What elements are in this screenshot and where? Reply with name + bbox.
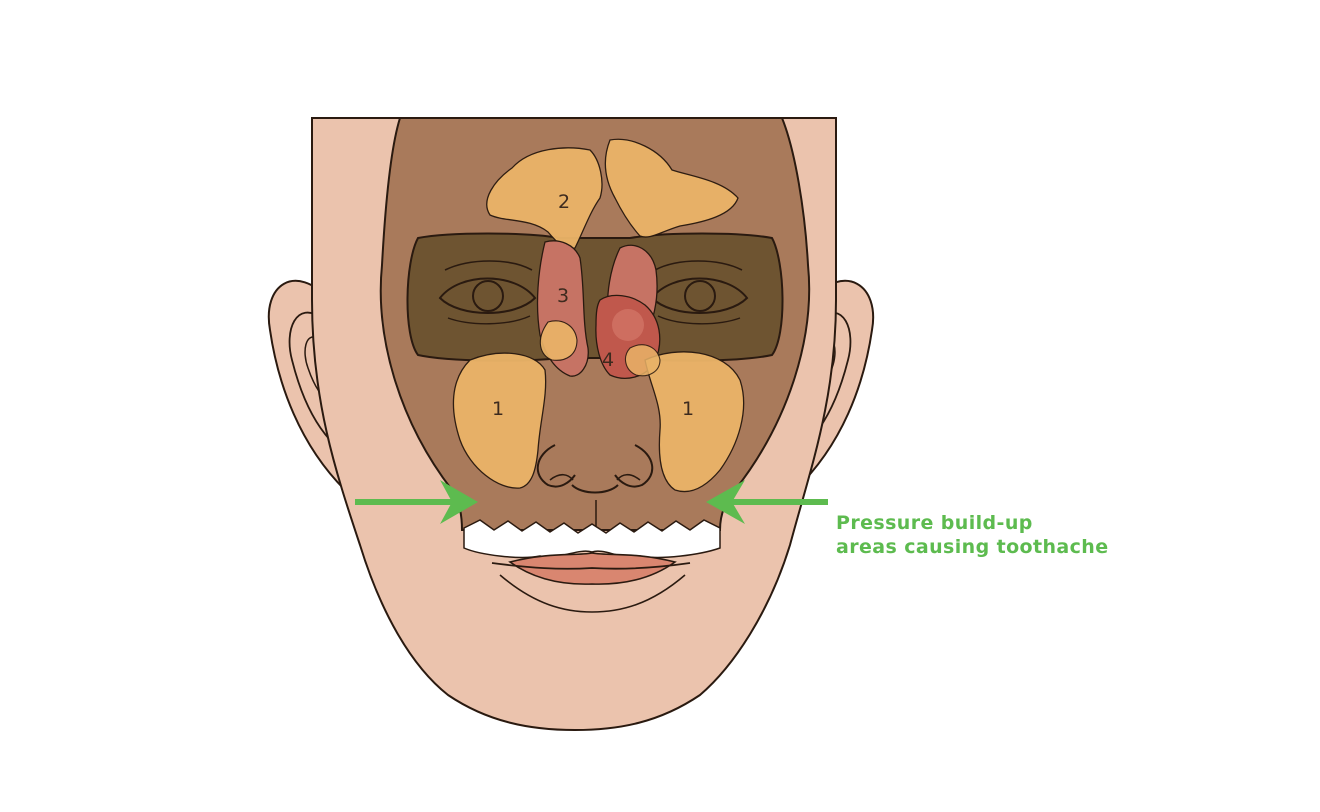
frontal-sinus — [486, 138, 739, 250]
label-ethmoid: 3 — [557, 285, 569, 307]
arrow-left-icon — [706, 480, 828, 524]
chin-crease — [499, 574, 686, 613]
nose — [536, 444, 654, 528]
right-eye — [650, 260, 749, 325]
ethmoid-overlap-left — [539, 320, 578, 361]
sphenoid-highlight — [612, 309, 644, 341]
label-frontal: 2 — [558, 191, 570, 213]
maxillary-sinus — [452, 351, 745, 493]
mouth-line — [491, 562, 691, 570]
eye-band — [406, 232, 784, 362]
sphenoid-overlap-right — [624, 344, 661, 377]
teeth — [463, 519, 721, 559]
label-maxillary-right: 1 — [682, 398, 694, 420]
callout-line-1: Pressure build-up — [836, 512, 1033, 534]
label-maxillary-left: 1 — [492, 398, 504, 420]
label-sphenoid: 4 — [602, 349, 614, 371]
callout-line-2: areas causing toothache — [836, 536, 1109, 558]
left-eye — [438, 260, 537, 325]
arrow-right-icon — [355, 480, 478, 524]
